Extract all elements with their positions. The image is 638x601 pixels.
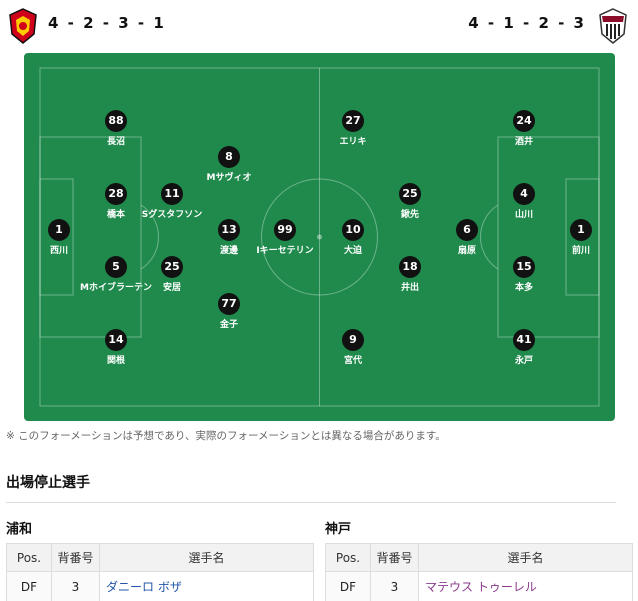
player-name: 酒井 [514,137,533,147]
suspended-section-title: 出場停止選手 [6,475,90,491]
column-header-pos: Pos. [325,543,371,572]
player-number: 15 [513,256,535,278]
player-number: 8 [218,146,240,168]
player-link[interactable]: ダニーロ ボザ [99,571,314,601]
player-number: 13 [218,219,240,241]
player-number: 77 [218,293,240,315]
player-name: 宮代 [343,356,362,366]
player-name: 関根 [106,356,125,366]
home-player[interactable]: 25 安居 [132,256,212,293]
player-number: 25 [399,183,421,205]
player-name: 安居 [162,283,181,293]
player-name: 扇原 [457,246,476,256]
player-number: 24 [513,110,535,132]
player-number: 4 [513,183,535,205]
table-row: DF 3 マテウス トゥーレル [325,571,633,601]
formation-disclaimer: ※ このフォーメーションは予想であり、実際のフォーメーションとは異なる場合があり… [6,430,446,442]
table-row: DF 3 ダニーロ ボザ [6,571,314,601]
player-name: 大迫 [343,246,362,256]
column-header-player: 選手名 [418,543,633,572]
player-number: 1 [48,219,70,241]
player-number: 18 [399,256,421,278]
column-header-pos: Pos. [6,543,52,572]
player-number: 5 [105,256,127,278]
player-number: 6 [456,219,478,241]
player-name: エリキ [339,137,367,147]
column-header-number: 背番号 [370,543,419,572]
player-number: 99 [274,219,296,241]
player-link[interactable]: マテウス トゥーレル [418,571,633,601]
home-player[interactable]: 88 長沼 [76,110,156,147]
away-suspended-table: Pos. 背番号 選手名 DF 3 マテウス トゥーレル [325,543,633,601]
section-divider [6,502,616,503]
player-number: 28 [105,183,127,205]
table-header-row: Pos. 背番号 選手名 [6,543,314,572]
away-player[interactable]: 18 井出 [370,256,450,293]
player-number: 10 [342,219,364,241]
player-number: 41 [513,329,535,351]
away-player[interactable]: 15 本多 [484,256,564,293]
away-player[interactable]: 27 エリキ [313,110,393,147]
away-player[interactable]: 41 永戸 [484,329,564,366]
player-name: Mサヴィオ [206,173,252,183]
player-name: 長沼 [106,137,125,147]
home-team-name: 浦和 [6,522,33,537]
home-player[interactable]: 77 金子 [189,293,269,330]
away-suspended-block: 神戸 Pos. 背番号 選手名 DF 3 マテウス トゥーレル [325,518,633,601]
player-name: 金子 [219,320,238,330]
player-number: 25 [161,256,183,278]
player-number: 9 [342,329,364,351]
home-player[interactable]: 1 西川 [19,219,99,256]
pos-cell: DF [325,571,371,601]
player-number: 1 [570,219,592,241]
home-suspended-table: Pos. 背番号 選手名 DF 3 ダニーロ ボザ [6,543,314,601]
player-name: 本多 [514,283,533,293]
table-header-row: Pos. 背番号 選手名 [325,543,633,572]
number-cell: 3 [370,571,419,601]
away-formation: 4 - 1 - 2 - 3 [468,14,586,32]
home-suspended-block: 浦和 Pos. 背番号 選手名 DF 3 ダニーロ ボザ [6,518,314,601]
column-header-number: 背番号 [51,543,100,572]
home-player[interactable]: 14 関根 [76,329,156,366]
player-name: 永戸 [514,356,533,366]
vissel-kobe-crest-icon[interactable] [598,8,628,44]
away-team-name: 神戸 [325,522,352,537]
home-formation: 4 - 2 - 3 - 1 [48,14,166,32]
away-player[interactable]: 6 扇原 [427,219,507,256]
player-name: 前川 [571,246,590,256]
away-player[interactable]: 1 前川 [541,219,621,256]
away-player[interactable]: 24 酒井 [484,110,564,147]
player-number: 11 [161,183,183,205]
urawa-reds-crest-icon[interactable] [8,8,38,44]
away-player[interactable]: 10 大迫 [313,219,393,256]
player-number: 14 [105,329,127,351]
formation-header: 4 - 2 - 3 - 1 4 - 1 - 2 - 3 [0,0,638,52]
away-player[interactable]: 9 宮代 [313,329,393,366]
pos-cell: DF [6,571,52,601]
player-name: 西川 [49,246,68,256]
number-cell: 3 [51,571,100,601]
column-header-player: 選手名 [99,543,314,572]
pitch-lines [39,67,600,407]
player-name: 井出 [400,283,419,293]
player-number: 27 [342,110,364,132]
player-number: 88 [105,110,127,132]
